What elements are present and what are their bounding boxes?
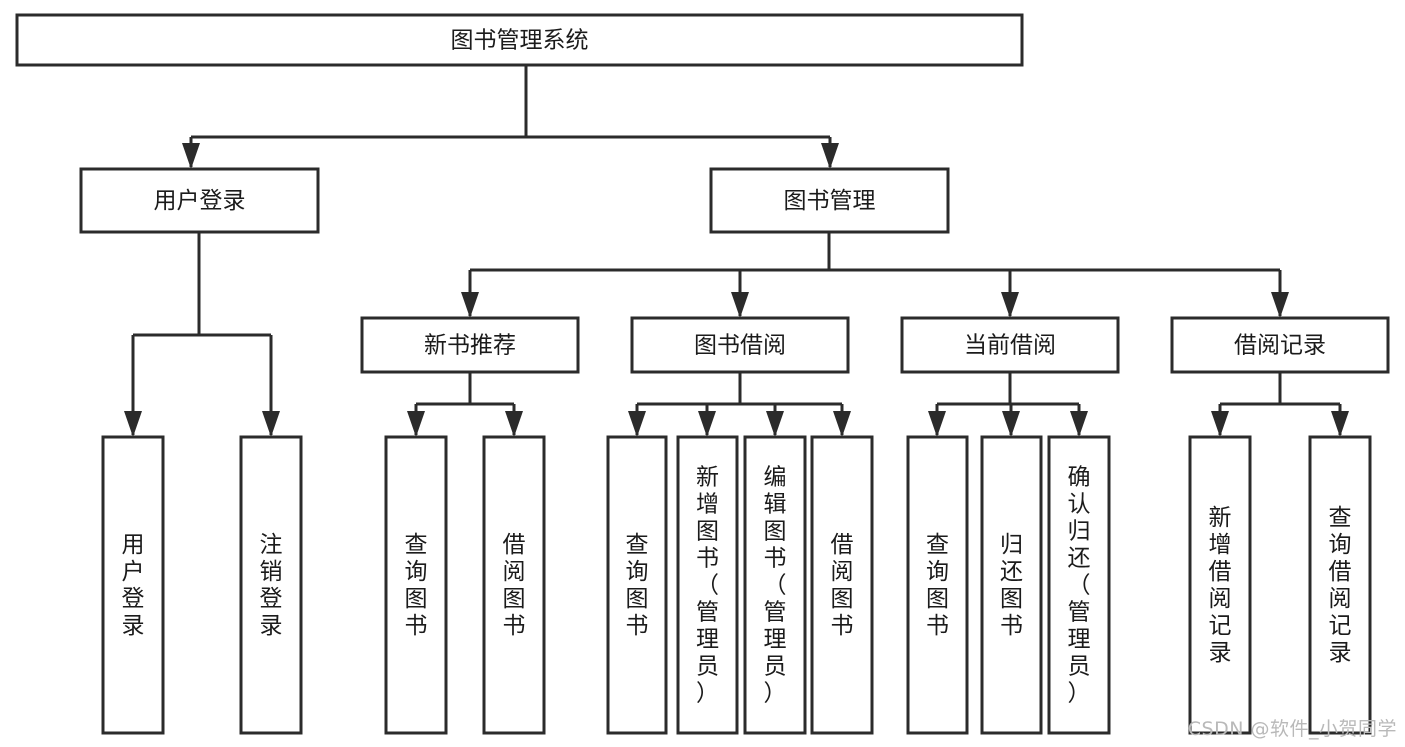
node-level3-1-label: 图书借阅	[694, 333, 786, 359]
arrow-head-icon	[698, 411, 716, 437]
node-leaf-10[interactable]: 确认归还（管理员）	[1047, 435, 1111, 735]
node-leaf-12-rect[interactable]	[1308, 435, 1372, 735]
node-leaf-6-rect[interactable]	[743, 435, 807, 735]
node-leaf-5-label: 新增图书（管理员）	[696, 465, 719, 707]
node-leaf-2-rect[interactable]	[384, 435, 448, 735]
node-leaf-8[interactable]: 查询图书	[906, 435, 969, 735]
node-leaf-6[interactable]: 编辑图书（管理员）	[743, 435, 807, 735]
node-level3-2-label: 当前借阅	[964, 333, 1056, 359]
node-leaf-9-label: 归还图书	[1000, 532, 1023, 639]
node-level3-3-label: 借阅记录	[1234, 333, 1326, 359]
node-level2-0-rect[interactable]	[79, 167, 320, 234]
arrow-head-icon	[821, 143, 839, 169]
arrow-head-icon	[262, 411, 280, 437]
node-level3-3-rect[interactable]	[1170, 316, 1390, 374]
node-leaf-6-label: 编辑图书（管理员）	[764, 465, 787, 707]
node-leaf-7-label: 借阅图书	[831, 532, 854, 639]
node-leaf-9[interactable]: 归还图书	[980, 435, 1043, 735]
node-leaf-1-rect[interactable]	[239, 435, 303, 735]
node-leaf-8-rect[interactable]	[906, 435, 969, 735]
node-leaf-4[interactable]: 查询图书	[606, 435, 668, 735]
node-leaf-1-label: 注销登录	[260, 532, 283, 639]
node-leaf-11-rect[interactable]	[1188, 435, 1252, 735]
node-leaf-9-rect[interactable]	[980, 435, 1043, 735]
arrow-head-icon	[766, 411, 784, 437]
node-leaf-7[interactable]: 借阅图书	[810, 435, 874, 735]
arrow-head-icon	[461, 292, 479, 318]
node-leaf-3-rect[interactable]	[482, 435, 546, 735]
node-leaf-8-label: 查询图书	[926, 532, 949, 639]
arrow-head-icon	[407, 411, 425, 437]
node-level3-2-rect[interactable]	[900, 316, 1120, 374]
node-leaf-7-rect[interactable]	[810, 435, 874, 735]
arrow-head-icon	[1001, 292, 1019, 318]
node-leaf-0-rect[interactable]	[101, 435, 165, 735]
node-level3-0-rect[interactable]	[360, 316, 580, 374]
arrow-head-icon	[833, 411, 851, 437]
arrow-head-icon	[124, 411, 142, 437]
node-leaf-10-rect[interactable]	[1047, 435, 1111, 735]
node-level3-1-rect[interactable]	[630, 316, 850, 374]
connectors-layer	[124, 65, 1349, 437]
arrow-head-icon	[628, 411, 646, 437]
node-leaf-5[interactable]: 新增图书（管理员）	[676, 435, 739, 735]
node-leaf-0[interactable]: 用户登录	[101, 435, 165, 735]
node-level3-0-label: 新书推荐	[424, 333, 516, 359]
node-leaf-2-label: 查询图书	[405, 532, 428, 639]
node-leaf-3[interactable]: 借阅图书	[482, 435, 546, 735]
node-level3-2[interactable]: 当前借阅	[900, 316, 1120, 374]
arrow-head-icon	[1271, 292, 1289, 318]
arrow-head-icon	[1002, 411, 1020, 437]
node-leaf-0-label: 用户登录	[122, 532, 145, 639]
arrow-head-icon	[928, 411, 946, 437]
arrow-head-icon	[731, 292, 749, 318]
node-root-图书管理系统-rect[interactable]	[15, 13, 1024, 67]
node-level2-1[interactable]: 图书管理	[709, 167, 950, 234]
node-leaf-3-label: 借阅图书	[503, 532, 526, 639]
node-level2-0[interactable]: 用户登录	[79, 167, 320, 234]
node-level3-0[interactable]: 新书推荐	[360, 316, 580, 374]
node-root-图书管理系统-label: 图书管理系统	[451, 28, 589, 54]
arrow-head-icon	[1211, 411, 1229, 437]
node-root-图书管理系统[interactable]: 图书管理系统	[15, 13, 1024, 67]
node-level2-0-label: 用户登录	[154, 188, 246, 214]
arrow-head-icon	[182, 143, 200, 169]
node-level3-3[interactable]: 借阅记录	[1170, 316, 1390, 374]
node-leaf-11[interactable]: 新增借阅记录	[1188, 435, 1252, 735]
boxes-layer: 图书管理系统用户登录图书管理新书推荐图书借阅当前借阅借阅记录用户登录注销登录查询…	[15, 13, 1390, 735]
arrow-head-icon	[505, 411, 523, 437]
node-level2-1-label: 图书管理	[784, 188, 876, 214]
arrow-head-icon	[1070, 411, 1088, 437]
node-leaf-12-label: 查询借阅记录	[1329, 505, 1352, 666]
node-leaf-10-label: 确认归还（管理员）	[1068, 465, 1091, 707]
arrow-head-icon	[1331, 411, 1349, 437]
node-leaf-5-rect[interactable]	[676, 435, 739, 735]
node-leaf-4-label: 查询图书	[626, 532, 649, 639]
node-leaf-2[interactable]: 查询图书	[384, 435, 448, 735]
node-level2-1-rect[interactable]	[709, 167, 950, 234]
node-level3-1[interactable]: 图书借阅	[630, 316, 850, 374]
node-leaf-12[interactable]: 查询借阅记录	[1308, 435, 1372, 735]
node-leaf-4-rect[interactable]	[606, 435, 668, 735]
node-leaf-11-label: 新增借阅记录	[1209, 505, 1232, 666]
node-leaf-1[interactable]: 注销登录	[239, 435, 303, 735]
